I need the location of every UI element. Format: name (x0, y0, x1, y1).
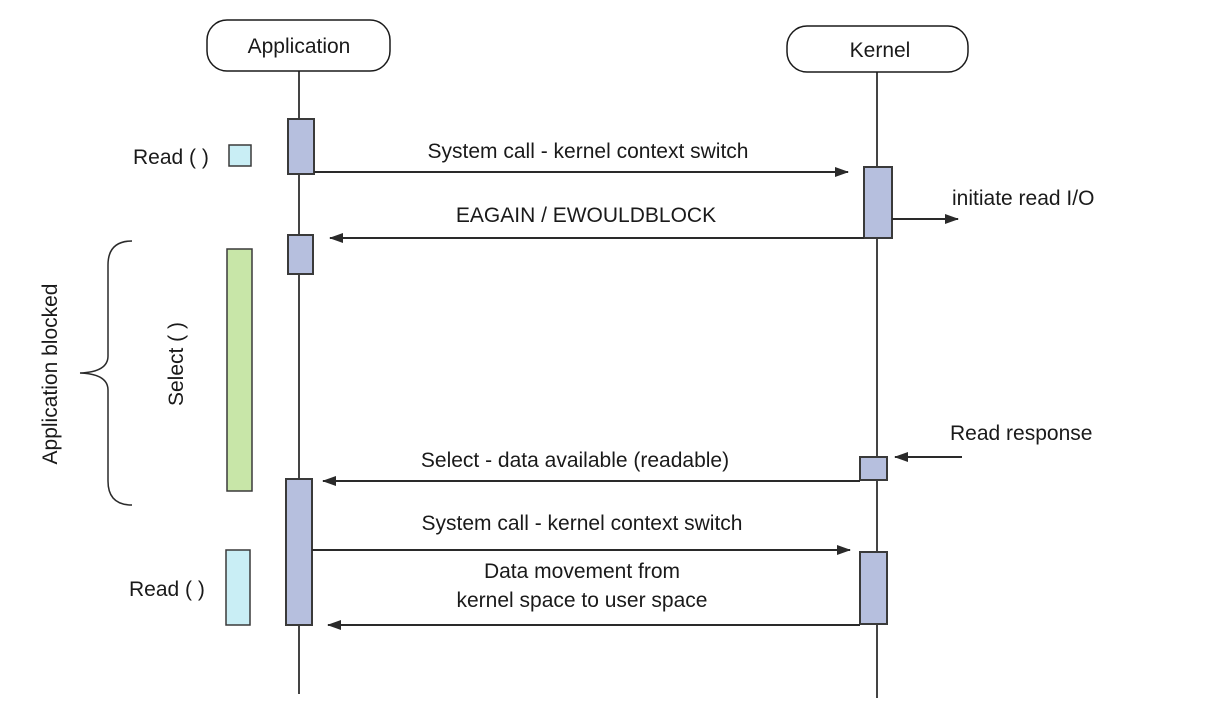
data-move-label-line2: kernel space to user space (457, 589, 708, 612)
read-2-box (225, 549, 251, 626)
initiate-label: initiate read I/O (952, 187, 1094, 210)
app-activation-eagain (287, 234, 314, 275)
kernel-header: Kernel (786, 25, 969, 73)
read-1-box (228, 144, 252, 167)
data-move-label-line1: Data movement from (484, 560, 680, 583)
kernel-header-box (786, 25, 969, 73)
blocked-brace (79, 240, 133, 506)
read-1-label: Read ( ) (133, 146, 209, 169)
app-activation-read-1 (287, 118, 315, 175)
application-header-label: Application (248, 35, 351, 58)
application-header: Application (206, 19, 391, 72)
read-2-label: Read ( ) (129, 578, 205, 601)
kernel-activation-data-move (859, 551, 888, 625)
select-box (226, 248, 253, 492)
kernel-activation-response (859, 456, 888, 481)
select-label: Select ( ) (165, 322, 188, 406)
eagain-label: EAGAIN / EWOULDBLOCK (456, 204, 716, 227)
application-header-box (206, 19, 391, 72)
blocked-label: Application blocked (39, 284, 62, 465)
read-response-label: Read response (950, 422, 1092, 445)
kernel-header-label: Kernel (850, 39, 911, 62)
syscall-1-label: System call - kernel context switch (428, 140, 749, 163)
app-activation-read-2 (285, 478, 313, 626)
kernel-activation-initiate (863, 166, 893, 239)
select-available-label: Select - data available (readable) (421, 449, 729, 472)
syscall-2-label: System call - kernel context switch (422, 512, 743, 535)
